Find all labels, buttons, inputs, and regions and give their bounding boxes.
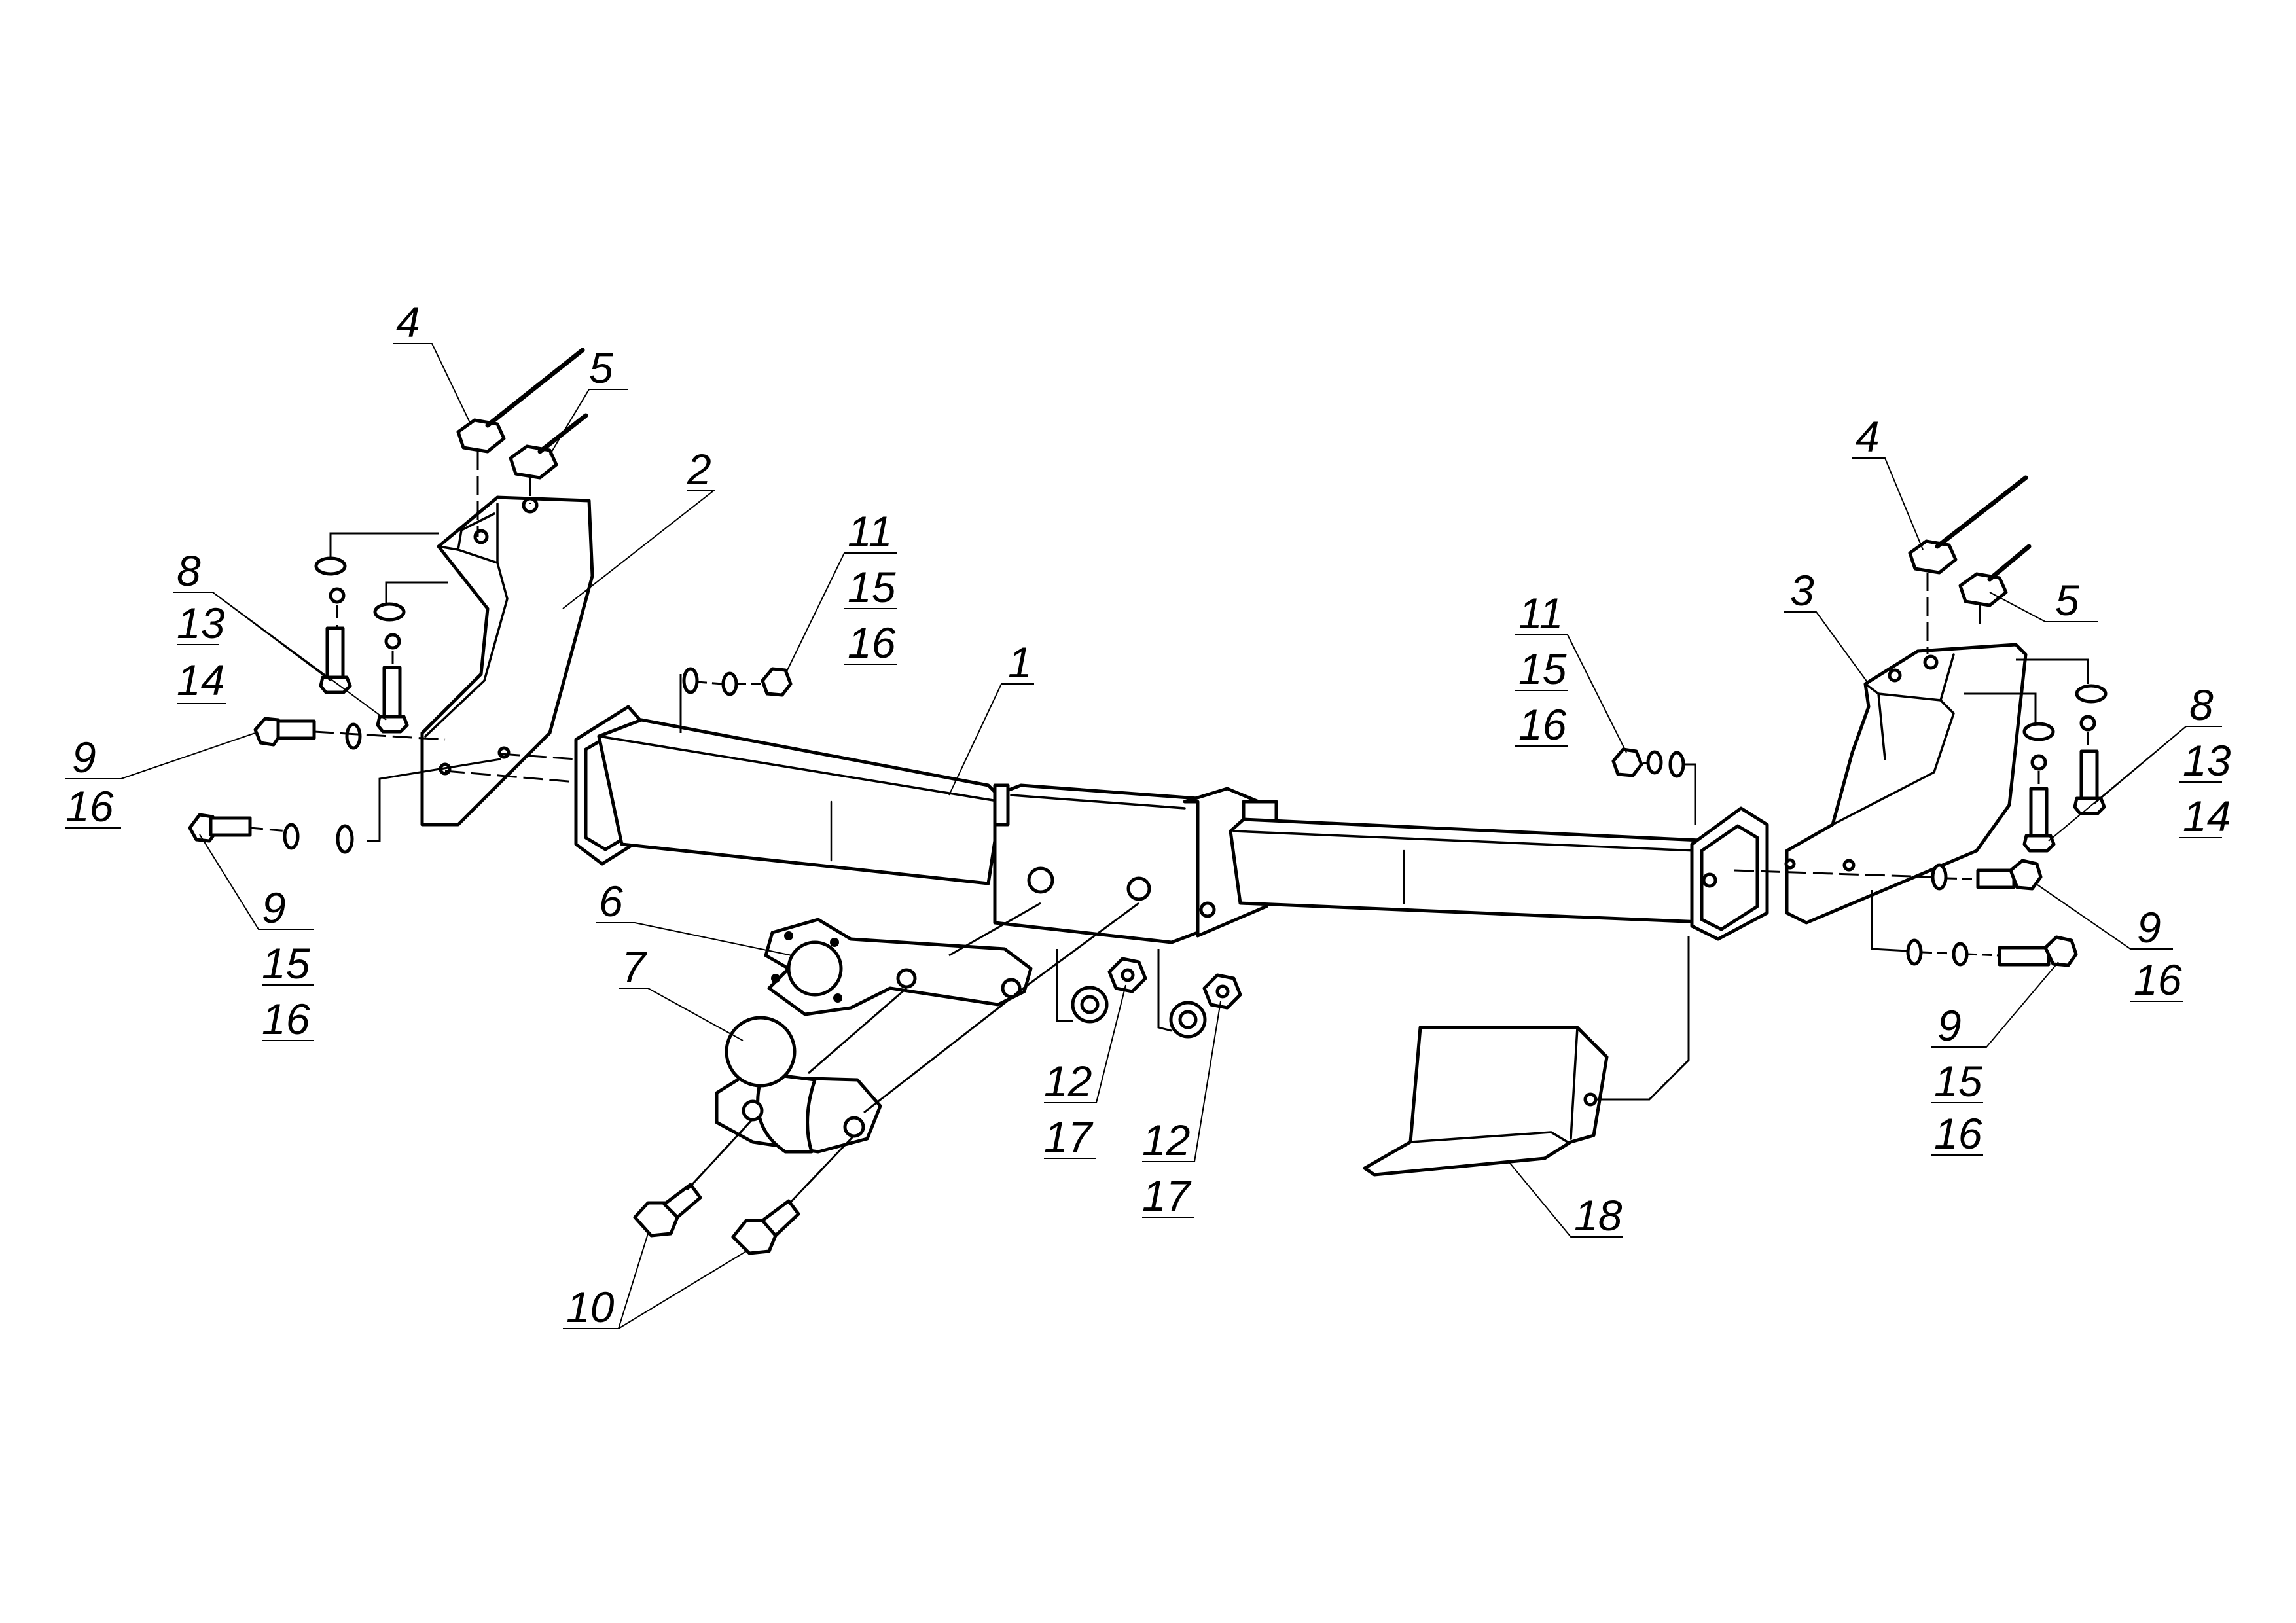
assembly-lines <box>249 452 2089 1205</box>
callout-11-left: 11 <box>848 507 893 556</box>
main-crossbar <box>574 705 1769 944</box>
callout-4-right: 4 <box>1856 412 1880 461</box>
callout-17-left: 17 <box>1044 1113 1094 1161</box>
callout-9-left-top: 9 <box>72 733 96 781</box>
callout-12-right: 12 <box>1142 1116 1190 1164</box>
right-fasteners <box>1611 475 2108 967</box>
callout-3: 3 <box>1790 566 1814 615</box>
left-fasteners <box>188 348 793 854</box>
callout-16-right: 16 <box>1518 700 1567 749</box>
callout-16-right-bottom: 16 <box>1934 1109 1982 1158</box>
callout-17-right: 17 <box>1142 1171 1192 1220</box>
callout-14-right: 14 <box>2183 792 2231 840</box>
callout-6: 6 <box>599 877 623 925</box>
callout-leaders <box>65 343 2222 1329</box>
callout-12-left: 12 <box>1044 1057 1092 1105</box>
callout-14-left: 14 <box>177 656 224 704</box>
protective-cover <box>1363 1026 1609 1177</box>
callout-7: 7 <box>622 942 647 991</box>
tow-ball <box>715 1016 882 1154</box>
callout-4-left: 4 <box>396 298 420 346</box>
callout-18: 18 <box>1574 1191 1623 1240</box>
callout-11-right: 11 <box>1518 589 1564 637</box>
callout-13-left: 13 <box>177 599 225 647</box>
callout-8-left: 8 <box>177 546 201 595</box>
right-side-bracket <box>1784 643 2028 925</box>
callout-13-right: 13 <box>2183 736 2231 785</box>
callout-15-right-bottom: 15 <box>1934 1057 1982 1105</box>
callout-15-left: 15 <box>848 563 896 611</box>
callout-15-right: 15 <box>1518 645 1567 693</box>
ball-bolts <box>633 1183 800 1255</box>
tow-ball-mount-plate <box>764 918 1033 1016</box>
callout-16-right-top: 16 <box>2134 955 2182 1004</box>
callout-1: 1 <box>1008 638 1032 687</box>
callout-16-left-top: 16 <box>65 782 114 830</box>
callout-2: 2 <box>687 445 711 493</box>
callout-9-left-bottom: 9 <box>262 883 286 932</box>
callout-16-left-bottom: 16 <box>262 995 310 1043</box>
callout-9-right-top: 9 <box>2137 903 2161 952</box>
nuts-and-washers-center <box>1071 957 1242 1039</box>
callout-5-left: 5 <box>589 344 613 392</box>
callout-8-right: 8 <box>2189 681 2214 729</box>
callout-5-right: 5 <box>2055 576 2079 624</box>
callout-15-left-bottom: 15 <box>262 939 310 988</box>
callout-labels: 4 5 2 8 13 14 9 16 9 15 16 11 15 16 1 6 … <box>65 298 2231 1331</box>
callout-9-right-bottom: 9 <box>1937 1001 1962 1050</box>
callout-16-left: 16 <box>848 618 896 667</box>
callout-10: 10 <box>566 1283 615 1331</box>
